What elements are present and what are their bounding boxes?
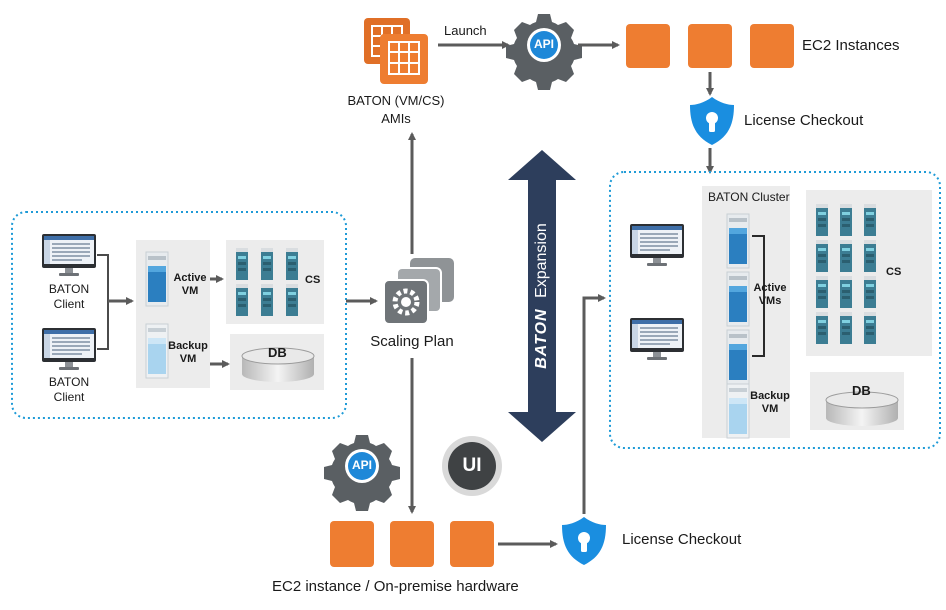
- client-label: BATON Client: [40, 282, 98, 312]
- active-vm-icon: [726, 329, 750, 385]
- server-icon: [286, 248, 298, 280]
- left-deployment-panel: [11, 211, 347, 419]
- cs-label: CS: [305, 274, 321, 286]
- active-vms-line1: Active: [753, 282, 787, 294]
- amis-label-line1: BATON (VM/CS): [347, 93, 445, 108]
- active-vm-icon: [726, 271, 750, 327]
- backup-vm-line1: Backup: [750, 390, 790, 402]
- active-vm-icon: [726, 213, 750, 269]
- backup-vm-line1: Backup: [168, 340, 208, 352]
- api-gear-icon: [506, 14, 582, 90]
- ami-stack-icon: [364, 18, 428, 84]
- ec2-instance-icon: [688, 24, 732, 68]
- server-icon: [816, 276, 828, 308]
- client-monitor-icon: [630, 318, 684, 360]
- client-label-line2: Client: [53, 297, 85, 311]
- ec2-instance-icon: [750, 24, 794, 68]
- license-to-cluster-arrow: [582, 294, 606, 514]
- ec2-hardware-label: EC2 instance / On-premise hardware: [272, 578, 519, 595]
- client-label: BATON Client: [40, 375, 98, 405]
- server-icon: [286, 284, 298, 316]
- scaling-plan-label: Scaling Plan: [370, 333, 454, 350]
- server-icon: [261, 284, 273, 316]
- active-vm-line1: Active: [173, 272, 207, 284]
- server-icon: [816, 204, 828, 236]
- server-icon: [816, 240, 828, 272]
- backup-vm-label: Backup VM: [750, 390, 790, 416]
- server-icon: [816, 312, 828, 344]
- active-vms-label: Active VMs: [750, 282, 790, 308]
- client-label-line2: Client: [53, 390, 85, 404]
- active-vms-bracket: [752, 235, 765, 357]
- server-icon: [840, 204, 852, 236]
- active-vms-line2: VMs: [758, 295, 782, 307]
- shield-lock-icon: [562, 517, 606, 565]
- license-checkout-label-bottom: License Checkout: [622, 531, 742, 548]
- hardware-instance-icon: [330, 521, 374, 567]
- client-monitor-icon: [42, 328, 96, 370]
- active-vm-icon: [145, 251, 169, 307]
- client-monitor-icon: [630, 224, 684, 266]
- expansion-brand: BATON: [533, 308, 550, 369]
- backup-vm-icon: [726, 383, 750, 439]
- api-gear-icon: [324, 435, 400, 511]
- expansion-word: Expansion: [533, 223, 550, 298]
- right-cluster-panel: [609, 171, 941, 449]
- server-icon: [864, 240, 876, 272]
- client-monitor-icon: [42, 234, 96, 276]
- server-icon: [864, 312, 876, 344]
- api-badge-label: API: [351, 458, 372, 472]
- hardware-instance-icon: [450, 521, 494, 567]
- amis-label: BATON (VM/CS) AMIs: [330, 92, 462, 128]
- server-icon: [236, 248, 248, 280]
- active-vm-label: Active VM: [170, 272, 210, 298]
- ui-badge-icon: [442, 436, 502, 496]
- hardware-instance-icon: [390, 521, 434, 567]
- api-badge-label: API: [533, 37, 554, 51]
- license-checkout-label-top: License Checkout: [744, 112, 864, 129]
- cluster-title: BATON Cluster: [708, 190, 790, 204]
- client-label-line1: BATON: [48, 375, 90, 389]
- ui-badge-label: UI: [462, 455, 482, 476]
- amis-label-line2: AMIs: [381, 111, 411, 126]
- server-icon: [864, 204, 876, 236]
- ec2-instance-icon: [626, 24, 670, 68]
- backup-vm-line2: VM: [761, 403, 779, 415]
- db-label: DB: [852, 383, 871, 398]
- client-label-line1: BATON: [48, 282, 90, 296]
- scaling-plan-icon: [383, 258, 454, 325]
- backup-vm-line2: VM: [179, 353, 197, 365]
- server-icon: [840, 240, 852, 272]
- ec2-instances-label: EC2 Instances: [802, 37, 900, 54]
- client-connector: [97, 254, 109, 350]
- expansion-label: BATON Expansion: [533, 223, 551, 369]
- expansion-double-arrow: [508, 150, 576, 442]
- server-icon: [840, 312, 852, 344]
- server-icon: [840, 276, 852, 308]
- cs-label: CS: [886, 266, 902, 278]
- backup-vm-label: Backup VM: [168, 340, 208, 366]
- launch-label: Launch: [444, 23, 487, 38]
- shield-lock-icon: [690, 97, 734, 145]
- server-icon: [864, 276, 876, 308]
- server-icon: [261, 248, 273, 280]
- active-vm-line2: VM: [181, 285, 199, 297]
- backup-vm-icon: [145, 323, 169, 379]
- server-icon: [236, 284, 248, 316]
- db-label: DB: [268, 345, 287, 360]
